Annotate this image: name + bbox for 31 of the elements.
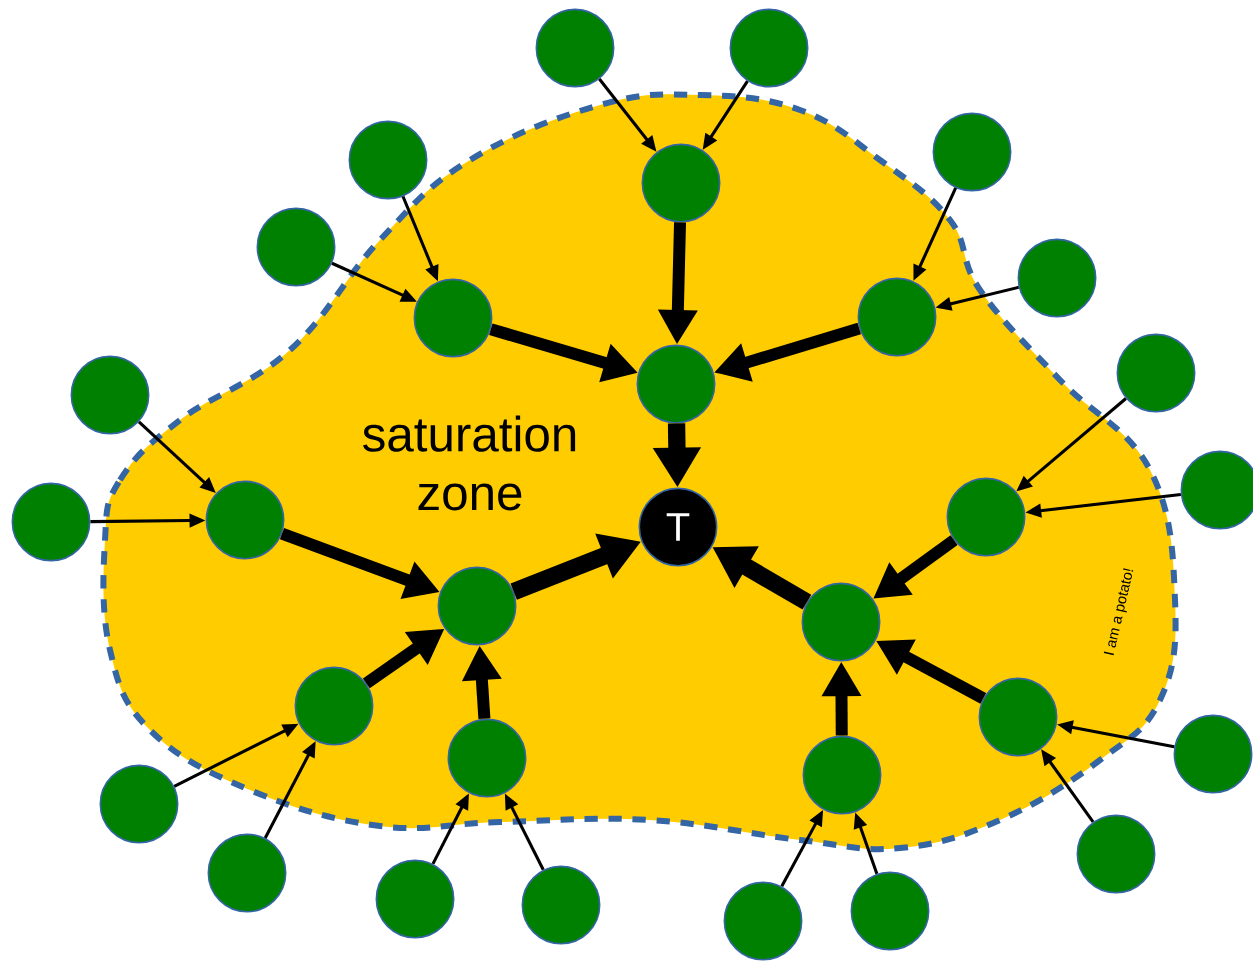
circle-node bbox=[1076, 814, 1156, 894]
circle-node bbox=[1180, 450, 1253, 530]
circle-node bbox=[207, 833, 287, 913]
circle-node bbox=[636, 344, 716, 424]
circle-node bbox=[294, 666, 374, 746]
circle-node bbox=[1017, 238, 1097, 318]
circle-node bbox=[857, 277, 937, 357]
circle-node bbox=[375, 859, 455, 939]
circle-node bbox=[802, 735, 882, 815]
circle-node bbox=[348, 120, 428, 200]
circle-node bbox=[946, 477, 1026, 557]
circle-node bbox=[99, 764, 179, 844]
circle-node bbox=[850, 871, 930, 951]
circle-node bbox=[801, 582, 881, 662]
circle-node bbox=[437, 566, 517, 646]
circle-node bbox=[521, 865, 601, 945]
circle-node bbox=[932, 112, 1012, 192]
circle-node bbox=[535, 8, 615, 88]
circle-node bbox=[70, 355, 150, 435]
circle-node bbox=[1116, 333, 1196, 413]
circle-node bbox=[413, 278, 493, 358]
circle-node bbox=[729, 8, 809, 88]
circle-node bbox=[641, 143, 721, 223]
circle-node bbox=[723, 881, 803, 961]
circle-node bbox=[447, 718, 527, 798]
target-node: T bbox=[638, 487, 718, 567]
circle-node bbox=[978, 677, 1058, 757]
circle-node bbox=[205, 480, 285, 560]
circle-node bbox=[11, 482, 91, 562]
circle-node bbox=[256, 207, 336, 287]
circle-node bbox=[1173, 714, 1253, 794]
